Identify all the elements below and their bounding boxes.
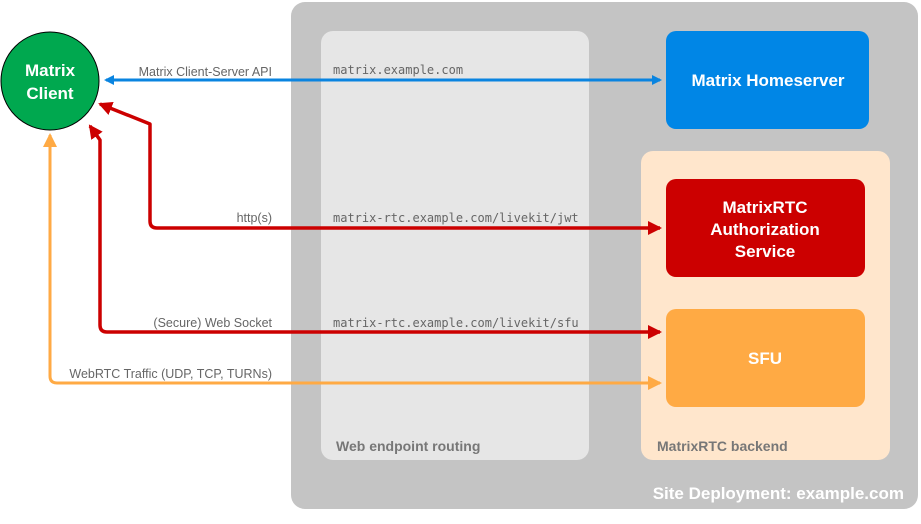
http-label: http(s) <box>237 211 272 225</box>
client-label-2: Client <box>26 84 74 103</box>
sfu-label: SFU <box>748 349 782 368</box>
auth-label-3: Service <box>735 242 796 261</box>
routing-group-label: Web endpoint routing <box>336 438 480 454</box>
auth-service-box <box>666 179 865 277</box>
site-group-label: Site Deployment: example.com <box>653 484 904 503</box>
jwt-endpoint: matrix-rtc.example.com/livekit/jwt <box>333 211 579 225</box>
websocket-label: (Secure) Web Socket <box>153 316 272 330</box>
webrtc-traffic-label: WebRTC Traffic (UDP, TCP, TURNs) <box>69 367 272 381</box>
auth-label-2: Authorization <box>710 220 820 239</box>
webrtc-traffic-arrow <box>43 133 662 390</box>
homeserver-label: Matrix Homeserver <box>691 71 844 90</box>
client-label-1: Matrix <box>25 61 76 80</box>
web-endpoint-routing-group <box>321 31 589 460</box>
sfu-box <box>666 309 865 407</box>
client-server-api-label: Matrix Client-Server API <box>139 65 272 79</box>
sfu-endpoint: matrix-rtc.example.com/livekit/sfu <box>333 316 579 330</box>
auth-label-1: MatrixRTC <box>722 198 807 217</box>
backend-group-label: MatrixRTC backend <box>657 438 788 454</box>
matrix-homeserver-box <box>666 31 869 129</box>
matrix-client-node <box>0 31 100 131</box>
homeserver-endpoint: matrix.example.com <box>333 63 463 77</box>
